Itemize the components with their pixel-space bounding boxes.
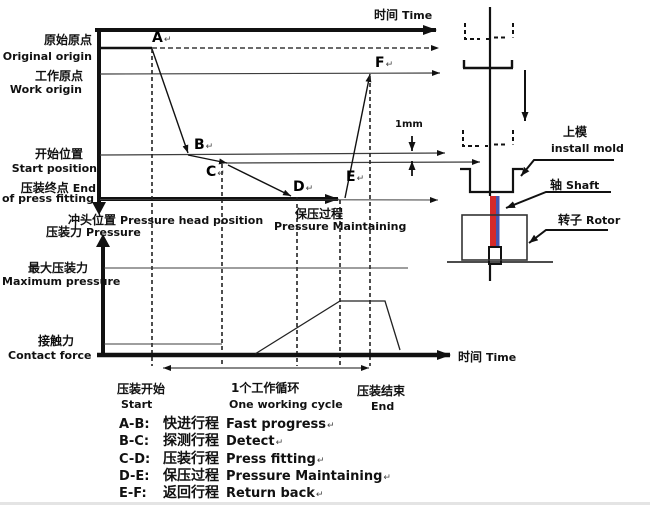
- label-original-origin-en: Original origin: [2, 50, 92, 63]
- upper-chart-axes: [92, 25, 437, 215]
- label-maintaining-en: Pressure Maintaining: [274, 220, 407, 233]
- head-upper-position-dashed: [464, 23, 514, 40]
- press-head-crossbar: [462, 60, 514, 70]
- label-work-origin-zh: 工作原点: [34, 69, 83, 83]
- label-start-position-en: Start position: [11, 162, 97, 175]
- motion-profile-segments: [151, 48, 372, 199]
- label-mold-zh: 上模: [563, 125, 588, 139]
- point-d-label: D↵: [293, 179, 314, 195]
- label-press-end-line2: of press fitting: [2, 192, 95, 205]
- point-c-label: C↵: [206, 164, 225, 180]
- label-max-pressure-en: Maximum pressure: [2, 275, 121, 288]
- label-work-origin-en: Work origin: [9, 83, 82, 96]
- label-press-end-bottom-en: End: [371, 400, 395, 413]
- label-press-start-en: Start: [121, 398, 153, 411]
- lower-chart-axes: [96, 234, 451, 360]
- label-cycle-en: One working cycle: [229, 398, 343, 411]
- label-start-position-zh: 开始位置: [34, 147, 83, 161]
- label-press-end-bottom-zh: 压装结束: [357, 384, 406, 398]
- label-1mm: 1mm: [395, 119, 423, 130]
- point-f-label: F↵: [375, 55, 394, 71]
- upper-mold-cup: [460, 167, 523, 194]
- lower-chart-level-lines: [104, 267, 408, 345]
- label-cycle-zh: 1个工作循环: [231, 381, 300, 395]
- rotor-pointer-arrow: [528, 229, 608, 244]
- label-mold-en: install mold: [551, 142, 624, 155]
- point-a-label: A↵: [152, 30, 172, 46]
- shaft-blue-stripe: [496, 196, 500, 247]
- point-b-label: B↵: [194, 137, 214, 153]
- head-lower-position-dashed: [462, 130, 514, 147]
- upper-chart-level-lines: [99, 45, 481, 203]
- press-machine-sketch: [447, 7, 614, 281]
- dashed-time-lines: [151, 49, 371, 366]
- shaft-red-bar: [490, 196, 496, 247]
- force-curve: [254, 300, 401, 355]
- rotor-box: [461, 214, 528, 261]
- label-contact-force-zh: 接触力: [37, 334, 74, 348]
- label-maintaining-zh: 保压过程: [295, 207, 344, 221]
- point-e-label: E↵: [346, 169, 365, 185]
- label-max-pressure-zh: 最大压装力: [27, 261, 88, 275]
- label-contact-force-en: Contact force: [8, 349, 92, 362]
- page-edge-artifact: [0, 502, 650, 505]
- shaft-pointer-arrow: [505, 191, 611, 209]
- label-press-start-zh: 压装开始: [117, 382, 166, 396]
- mold-pointer-arrow: [520, 159, 614, 177]
- label-original-origin-zh: 原始原点: [43, 33, 92, 47]
